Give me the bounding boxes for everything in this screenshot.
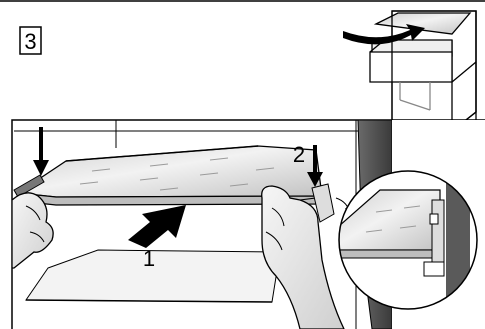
callout-label-2: 2 [293,142,305,167]
press-down-arrow-left [33,127,49,176]
detail-side-rail [432,200,444,270]
step-number-box: 3 [20,27,41,54]
step-number: 3 [24,29,36,54]
overview-fridge-illustration [343,11,476,131]
push-in-arrow [128,205,186,248]
detail-shelf-trim [339,250,440,258]
overview-drawer [370,52,452,82]
callout-label-1: 1 [143,246,155,271]
